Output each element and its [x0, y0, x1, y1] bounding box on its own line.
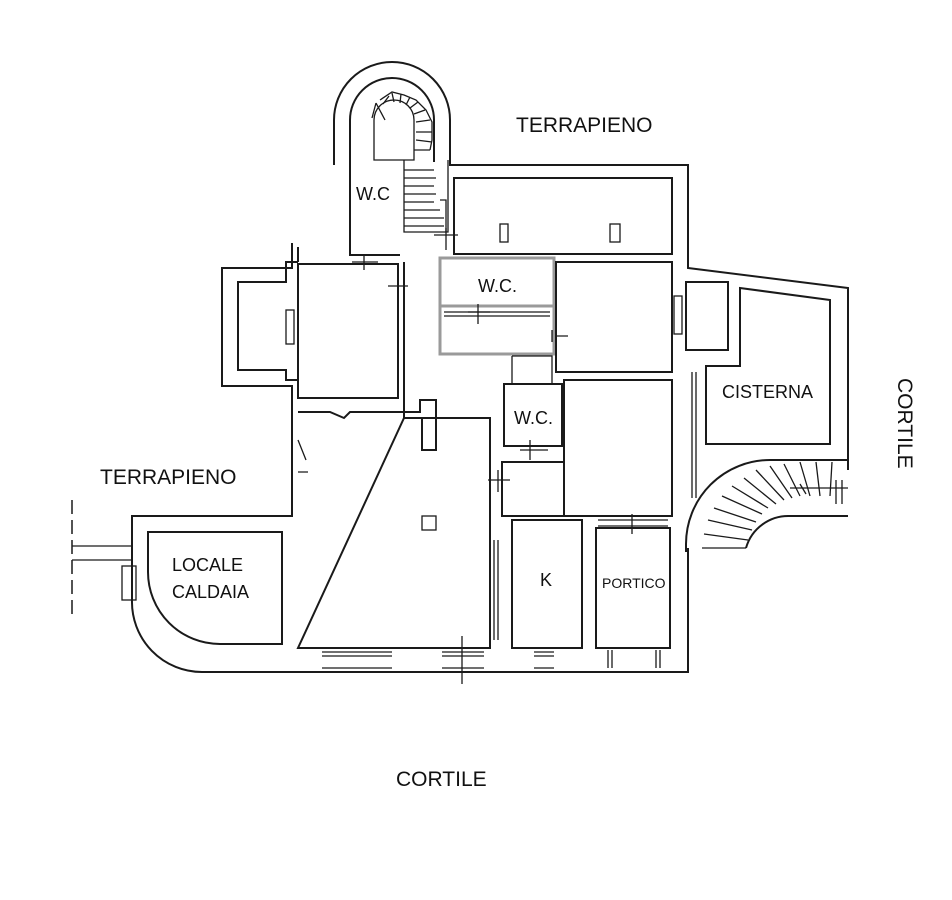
right-middle-room: [563, 379, 673, 517]
terrapieno-left-label: TERRAPIENO: [100, 466, 237, 489]
portico-room: [595, 514, 671, 668]
wc-top-room: [438, 256, 568, 356]
outer-wall-inner-line: [237, 77, 435, 381]
left-upper-room: [285, 256, 408, 399]
wc-stair-label: W.C: [356, 184, 390, 204]
caldaia-label: CALDAIA: [172, 582, 249, 602]
kitchen-room: [511, 519, 583, 649]
portico-label: PORTICO: [602, 575, 666, 591]
small-side-room: [685, 281, 729, 351]
outer-wall-outer-line: [130, 61, 849, 673]
spiral-stair-top: [371, 91, 449, 233]
locale-caldaia-room: [71, 500, 283, 645]
cisterna-label: CISTERNA: [722, 382, 813, 402]
wc-center-room: [503, 355, 563, 460]
top-right-room: [555, 261, 683, 373]
cortile-bottom-label: CORTILE: [396, 768, 487, 791]
terrapieno-top-label: TERRAPIENO: [516, 114, 653, 137]
main-living-room: [296, 262, 510, 684]
outer-walls: [130, 61, 849, 673]
top-storage-room: [434, 177, 673, 255]
center-corridor-room: [501, 461, 565, 517]
bottom-windows: [322, 651, 554, 669]
spiral-stair-right: [685, 459, 848, 552]
locale-label: LOCALE: [172, 555, 243, 575]
cortile-right-label: CORTILE: [893, 378, 916, 469]
wc-center-label: W.C.: [514, 408, 553, 428]
kitchen-label: K: [540, 570, 552, 590]
wc-top-label: W.C.: [478, 276, 517, 296]
cisterna-room: [691, 286, 831, 498]
